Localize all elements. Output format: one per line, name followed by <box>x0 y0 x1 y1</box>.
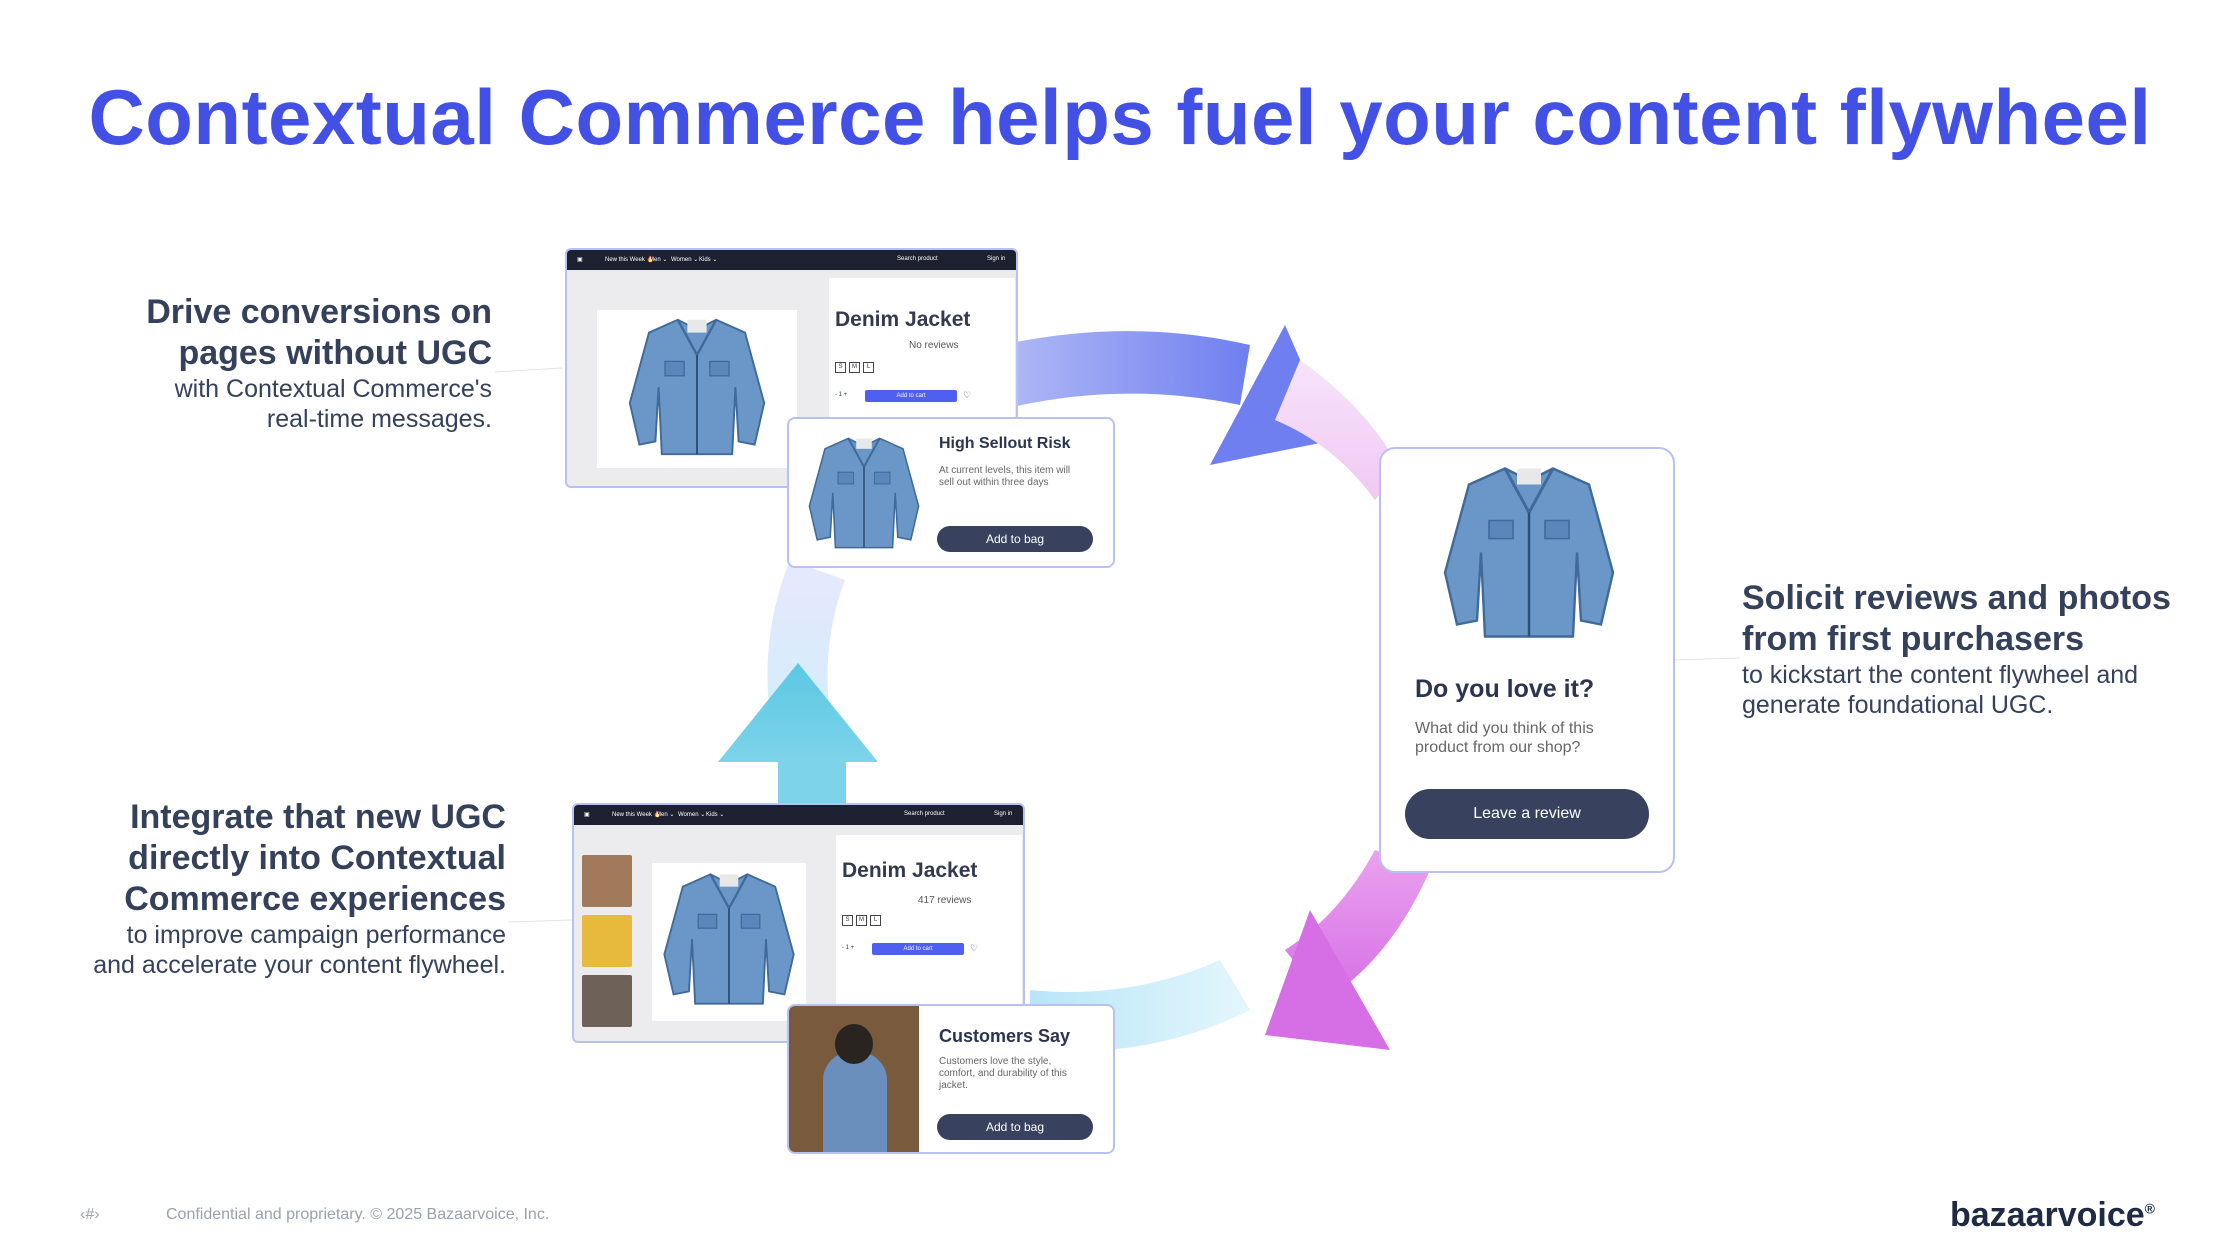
quantity-stepper[interactable]: - 1 + <box>835 392 848 398</box>
review-count[interactable]: 417 reviews <box>918 895 972 906</box>
nav-link[interactable]: New this Week 🔥 <box>612 812 662 818</box>
connector-top-left <box>494 367 563 373</box>
search-input[interactable]: Search product <box>904 811 945 817</box>
legal-text: Confidential and proprietary. © 2025 Baz… <box>166 1206 550 1223</box>
product-page-mockup-bottom: ▣ New this Week 🔥 Men ⌄ Women ⌄ Kids ⌄ S… <box>572 803 1025 1043</box>
caption-heading: Drive conversions on <box>146 293 492 331</box>
logo-text: bazaarvoice <box>1950 1196 2145 1234</box>
ugc-thumbnail[interactable] <box>582 855 632 907</box>
size-option[interactable]: S <box>835 362 846 373</box>
caption-heading: from first purchasers <box>1742 620 2084 658</box>
jacket-image <box>799 425 929 561</box>
card-title: High Sellout Risk <box>939 435 1071 452</box>
quantity-stepper[interactable]: - 1 + <box>842 945 855 951</box>
jacket-image <box>1429 447 1629 660</box>
product-detail-panel: Denim Jacket 417 reviews S M L - 1 + Add… <box>836 835 1022 1015</box>
card-title: Customers Say <box>939 1026 1071 1046</box>
size-option[interactable]: L <box>863 362 874 373</box>
page-number: ‹#› <box>80 1206 100 1223</box>
customer-head <box>835 1024 873 1064</box>
nav-link[interactable]: Women ⌄ <box>671 257 699 263</box>
caption-heading: Integrate that new UGC <box>130 798 506 836</box>
product-name: Denim Jacket <box>842 859 978 882</box>
arrowhead-left <box>718 663 878 762</box>
logo-icon: ▣ <box>577 257 583 263</box>
review-request-card: Do you love it? What did you think of th… <box>1379 447 1675 873</box>
add-to-bag-button[interactable]: Add to bag <box>937 1114 1093 1140</box>
connector-right <box>1671 657 1741 661</box>
arc-right-upper <box>1275 360 1400 500</box>
arrow-top <box>980 331 1250 410</box>
nav-link[interactable]: New this Week 🔥 <box>605 257 655 263</box>
size-option[interactable]: L <box>870 915 881 926</box>
logo-mark: ® <box>2144 1200 2155 1217</box>
caption-body: real-time messages. <box>266 405 492 433</box>
product-name: Denim Jacket <box>835 308 971 331</box>
page-title: Contextual Commerce helps fuel your cont… <box>88 73 2152 161</box>
bazaarvoice-logo: bazaarvoice® <box>1950 1196 2155 1235</box>
card-body: At current levels, this item will sell o… <box>939 465 1071 488</box>
caption-bottom-left: Integrate that new UGC directly into Con… <box>40 797 506 980</box>
size-option[interactable]: M <box>849 362 860 373</box>
size-option[interactable]: S <box>842 915 853 926</box>
signin-link[interactable]: Sign in <box>987 256 1006 262</box>
caption-heading: pages without UGC <box>178 334 492 372</box>
arrowhead-lower-right <box>1265 910 1390 1050</box>
jacket-image <box>617 302 777 472</box>
sellout-risk-card: High Sellout Risk At current levels, thi… <box>787 417 1115 568</box>
heart-icon[interactable]: ♡ <box>963 390 972 400</box>
caption-body: generate foundational UGC. <box>1742 691 2054 719</box>
customers-say-card: Customers Say Customers love the style, … <box>787 1004 1115 1154</box>
caption-heading: directly into Contextual <box>128 839 506 877</box>
caption-body: to kickstart the content flywheel and <box>1742 661 2139 689</box>
caption-top-left: Drive conversions on pages without UGC w… <box>60 292 492 434</box>
add-to-bag-button[interactable]: Add to bag <box>937 526 1093 552</box>
card-body: Customers love the style, comfort, and d… <box>939 1056 1067 1091</box>
logo-icon: ▣ <box>584 812 590 818</box>
nav-link[interactable]: Women ⌄ <box>678 812 706 818</box>
caption-body: and accelerate your content flywheel. <box>93 951 506 979</box>
customer-figure <box>823 1052 887 1152</box>
ugc-thumbnail[interactable] <box>582 915 632 967</box>
nav-link[interactable]: Kids ⌄ <box>699 257 718 263</box>
nav-link[interactable]: Men ⌄ <box>649 257 668 263</box>
signin-link[interactable]: Sign in <box>994 811 1013 817</box>
nav-link[interactable]: Kids ⌄ <box>706 812 725 818</box>
nav-link[interactable]: Men ⌄ <box>656 812 675 818</box>
card-title: Do you love it? <box>1415 675 1595 703</box>
jacket-image <box>652 857 806 1021</box>
caption-heading: Solicit reviews and photos <box>1742 579 2171 617</box>
caption-body: with Contextual Commerce's <box>174 375 492 403</box>
product-image <box>652 863 806 1021</box>
leave-review-button[interactable]: Leave a review <box>1405 789 1649 839</box>
add-to-cart-button[interactable]: Add to cart <box>872 943 964 955</box>
arrow-left-shaft <box>778 760 846 810</box>
connector-bottom-left <box>507 919 573 923</box>
card-body: What did you think of this product from … <box>1415 720 1594 756</box>
size-option[interactable]: M <box>856 915 867 926</box>
caption-right: Solicit reviews and photos from first pu… <box>1742 578 2212 720</box>
add-to-cart-button[interactable]: Add to cart <box>865 390 957 402</box>
search-input[interactable]: Search product <box>897 256 938 262</box>
product-image <box>597 310 797 468</box>
ugc-thumbnail[interactable] <box>582 975 632 1027</box>
caption-heading: Commerce experiences <box>124 880 506 918</box>
review-count: No reviews <box>909 340 959 351</box>
site-nav: ▣ New this Week 🔥 Men ⌄ Women ⌄ Kids ⌄ S… <box>574 805 1023 825</box>
heart-icon[interactable]: ♡ <box>970 943 979 953</box>
customer-photo <box>789 1006 919 1152</box>
site-nav: ▣ New this Week 🔥 Men ⌄ Women ⌄ Kids ⌄ S… <box>567 250 1016 270</box>
caption-body: to improve campaign performance <box>126 921 506 949</box>
